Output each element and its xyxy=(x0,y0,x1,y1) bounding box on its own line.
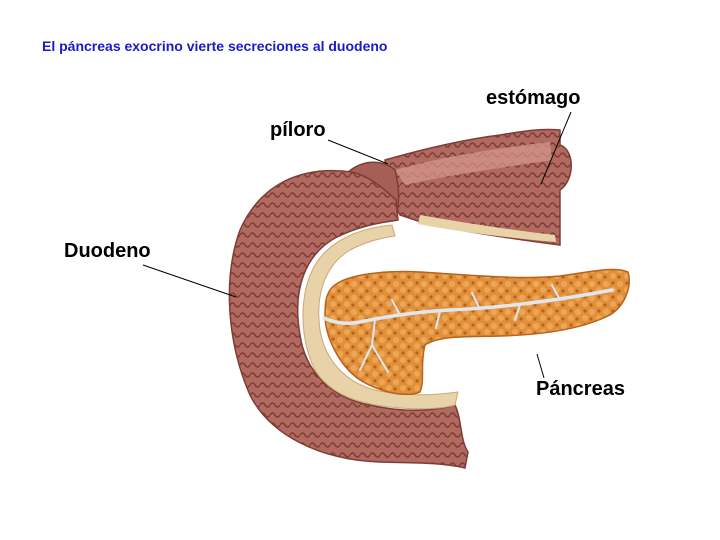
slide-title: El páncreas exocrino vierte secreciones … xyxy=(42,38,388,54)
pancreatic-duct xyxy=(322,288,614,325)
label-duodeno: Duodeno xyxy=(64,240,151,262)
leader-line-duodeno xyxy=(142,264,237,298)
label-estomago: estómago xyxy=(486,87,581,109)
leader-line-piloro xyxy=(327,139,389,165)
duodenum xyxy=(228,169,469,469)
pancreas xyxy=(324,268,630,396)
leader-line-pancreas xyxy=(536,353,545,379)
label-pancreas: Páncreas xyxy=(536,378,625,400)
label-piloro: píloro xyxy=(270,119,326,141)
leader-line-estomago xyxy=(540,111,572,185)
